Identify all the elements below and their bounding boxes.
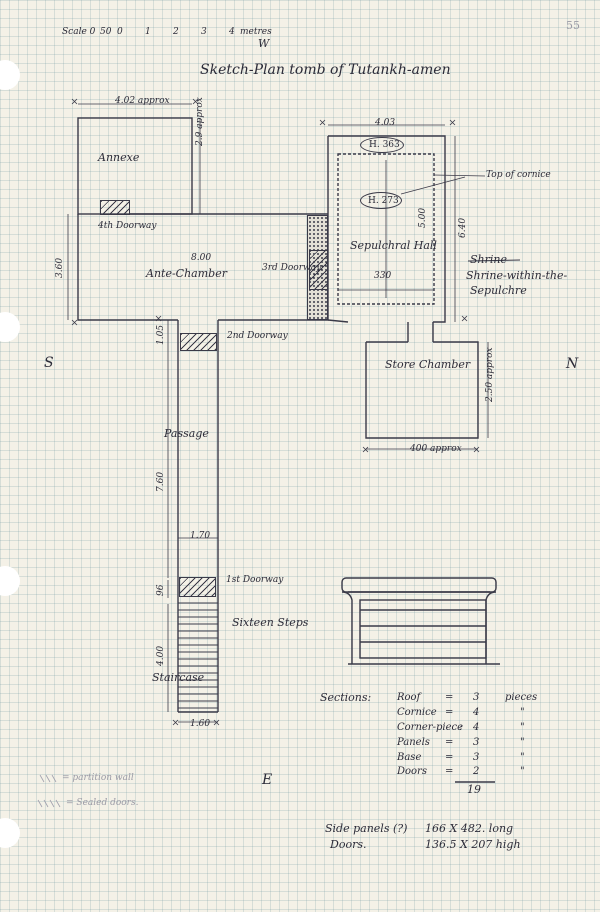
fourth-doorway-label: 4th Doorway bbox=[98, 221, 157, 231]
shrine-outline bbox=[337, 153, 435, 305]
sepulchral-hall-label: Sepulchral Hall bbox=[350, 239, 437, 252]
first-doorway-label: 1st Doorway bbox=[226, 575, 284, 585]
shrine-elevation bbox=[341, 577, 500, 665]
section-eq: : bbox=[459, 722, 463, 733]
binder-hole bbox=[0, 60, 20, 90]
annexe-depth: 2.9 approx bbox=[195, 97, 205, 146]
shrine-label-1: Shrine-within-the- bbox=[466, 269, 568, 282]
section-count: 2 bbox=[473, 766, 480, 777]
section-eq: = bbox=[445, 692, 454, 703]
binder-hole bbox=[0, 312, 20, 342]
binder-hole bbox=[0, 818, 20, 848]
scale-tick: 1 bbox=[145, 27, 151, 37]
section-eq: = bbox=[445, 766, 454, 777]
west-label: W bbox=[258, 37, 270, 50]
section-count: 3 bbox=[473, 737, 480, 748]
section-unit: " bbox=[520, 752, 525, 763]
section-unit: pieces bbox=[505, 692, 538, 703]
store-chamber-depth: 2.50 approx bbox=[485, 347, 495, 402]
sections-total: 19 bbox=[467, 783, 481, 796]
binder-hole bbox=[0, 566, 20, 596]
annexe-width: 4.02 approx bbox=[115, 96, 170, 106]
scale-unit: metres bbox=[240, 27, 272, 37]
scale-tick: 0 bbox=[117, 27, 123, 37]
legend-partition: = partition wall bbox=[62, 773, 134, 783]
second-doorway-sealed bbox=[180, 333, 217, 351]
page-title: Sketch-Plan tomb of Tutankh-amen bbox=[200, 62, 451, 78]
section-name: Roof bbox=[397, 692, 421, 703]
shrine-struck: Shrine bbox=[470, 253, 507, 266]
section-eq: = bbox=[445, 752, 454, 763]
section-eq: = bbox=[445, 707, 454, 718]
sixteen-steps-label: Sixteen Steps bbox=[232, 616, 309, 629]
ante-chamber-width: 8.00 bbox=[191, 253, 212, 263]
annexe-label: Annexe bbox=[98, 151, 140, 164]
page-number: 55 bbox=[566, 19, 580, 32]
east-label: E bbox=[262, 772, 273, 788]
section-unit: " bbox=[520, 722, 525, 733]
note-value: 136.5 X 207 high bbox=[425, 838, 521, 851]
store-chamber-label: Store Chamber bbox=[385, 358, 471, 371]
scale-tick: 4 bbox=[229, 27, 235, 37]
section-count: 3 bbox=[473, 752, 480, 763]
note-value: 166 X 482. long bbox=[425, 822, 514, 835]
section-unit: " bbox=[520, 737, 525, 748]
section-count: 4 bbox=[473, 722, 480, 733]
first-doorway-depth: 96 bbox=[156, 584, 166, 596]
staircase-length: 4.00 bbox=[156, 645, 166, 666]
ante-chamber-depth: 3.60 bbox=[55, 257, 65, 278]
shrine-inner-width: 330 bbox=[374, 271, 392, 281]
ante-chamber-label: Ante-Chamber bbox=[146, 267, 227, 280]
passage-depth-label: 1.05 bbox=[156, 324, 166, 345]
height-inner: H. 273 bbox=[368, 196, 399, 206]
note-label: Side panels (?) bbox=[325, 822, 408, 835]
section-unit: " bbox=[520, 766, 525, 777]
top-of-cornice: Top of cornice bbox=[486, 170, 551, 180]
scale-tick: 3 bbox=[201, 27, 207, 37]
staircase-label: Staircase bbox=[152, 671, 205, 684]
note-label: Doors. bbox=[330, 838, 367, 851]
first-doorway-sealed bbox=[179, 577, 216, 597]
staircase-width: 1.60 bbox=[190, 719, 211, 729]
store-chamber-width: 400 approx bbox=[410, 444, 462, 454]
section-name: Base bbox=[397, 752, 422, 763]
section-name: Cornice bbox=[397, 707, 437, 718]
height-inner-ellipse bbox=[360, 192, 402, 209]
section-name: Panels bbox=[397, 737, 430, 748]
second-doorway-label: 2nd Doorway bbox=[227, 331, 288, 341]
section-name: Corner-piece bbox=[397, 722, 464, 733]
section-count: 3 bbox=[473, 692, 480, 703]
passage-label: Passage bbox=[164, 427, 209, 440]
south-label: S bbox=[44, 355, 54, 371]
annexe-walls bbox=[77, 117, 193, 215]
north-label: N bbox=[566, 356, 579, 372]
height-outer: H. 363 bbox=[369, 140, 400, 150]
section-unit: " bbox=[520, 707, 525, 718]
shrine-inner-depth: 5.00 bbox=[418, 207, 428, 228]
scale-label: Scale 0 bbox=[62, 27, 96, 37]
height-outer-ellipse bbox=[360, 137, 404, 153]
sepulchral-depth: 6.40 bbox=[458, 217, 468, 238]
ante-chamber-wall bbox=[77, 214, 178, 321]
passage-width: 1.70 bbox=[190, 531, 211, 541]
scale-tick: 50 bbox=[100, 27, 112, 37]
section-eq: = bbox=[445, 737, 454, 748]
sections-label: Sections: bbox=[320, 691, 372, 704]
sepulchral-width: 4.03 bbox=[375, 118, 396, 128]
passage-length: 7.60 bbox=[156, 471, 166, 492]
section-count: 4 bbox=[473, 707, 480, 718]
legend-sealed: = Sealed doors. bbox=[66, 798, 139, 808]
scale-tick: 2 bbox=[173, 27, 179, 37]
shrine-label-2: Sepulchre bbox=[470, 284, 527, 297]
section-name: Doors bbox=[397, 766, 427, 777]
third-doorway-label: 3rd Doorway bbox=[262, 263, 322, 273]
